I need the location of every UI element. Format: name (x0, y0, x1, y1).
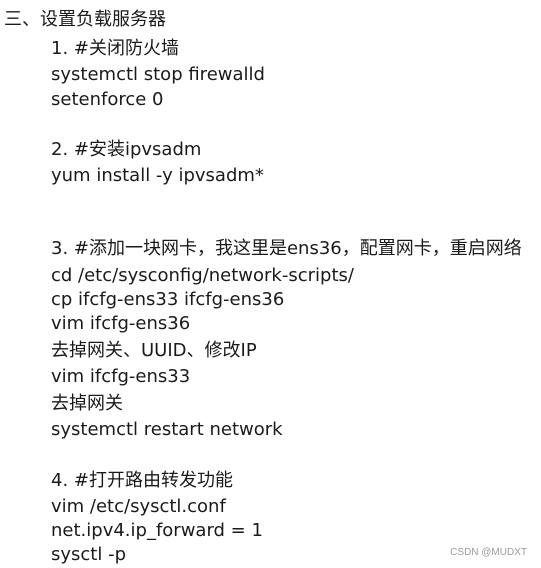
command-line: vim /etc/sysctl.conf (51, 496, 226, 517)
command-line: systemctl restart network (51, 419, 283, 440)
step-title-enable-forwarding: 4. #打开路由转发功能 (51, 470, 233, 491)
command-line: systemctl stop firewalld (51, 64, 265, 85)
section-heading: 三、设置负载服务器 (4, 9, 166, 30)
step-title-add-nic: 3. #添加一块网卡，我这里是ens36，配置网卡，重启网络 (51, 238, 522, 259)
command-line: setenforce 0 (51, 89, 164, 110)
step-title-disable-firewall: 1. #关闭防火墙 (51, 38, 179, 59)
note-line: 去掉网关、UUID、修改IP (51, 340, 257, 361)
note-line: 去掉网关 (51, 393, 123, 414)
command-line: cd /etc/sysconfig/network-scripts/ (51, 265, 354, 286)
command-line: cp ifcfg-ens33 ifcfg-ens36 (51, 289, 285, 310)
command-line: sysctl -p (51, 544, 127, 565)
command-line: vim ifcfg-ens33 (51, 366, 191, 387)
step-title-install-ipvsadm: 2. #安装ipvsadm (51, 139, 202, 160)
command-line: vim ifcfg-ens36 (51, 313, 191, 334)
watermark: CSDN @MUDXT (450, 547, 527, 558)
command-line: yum install -y ipvsadm* (51, 165, 264, 186)
command-line: net.ipv4.ip_forward = 1 (51, 520, 263, 541)
